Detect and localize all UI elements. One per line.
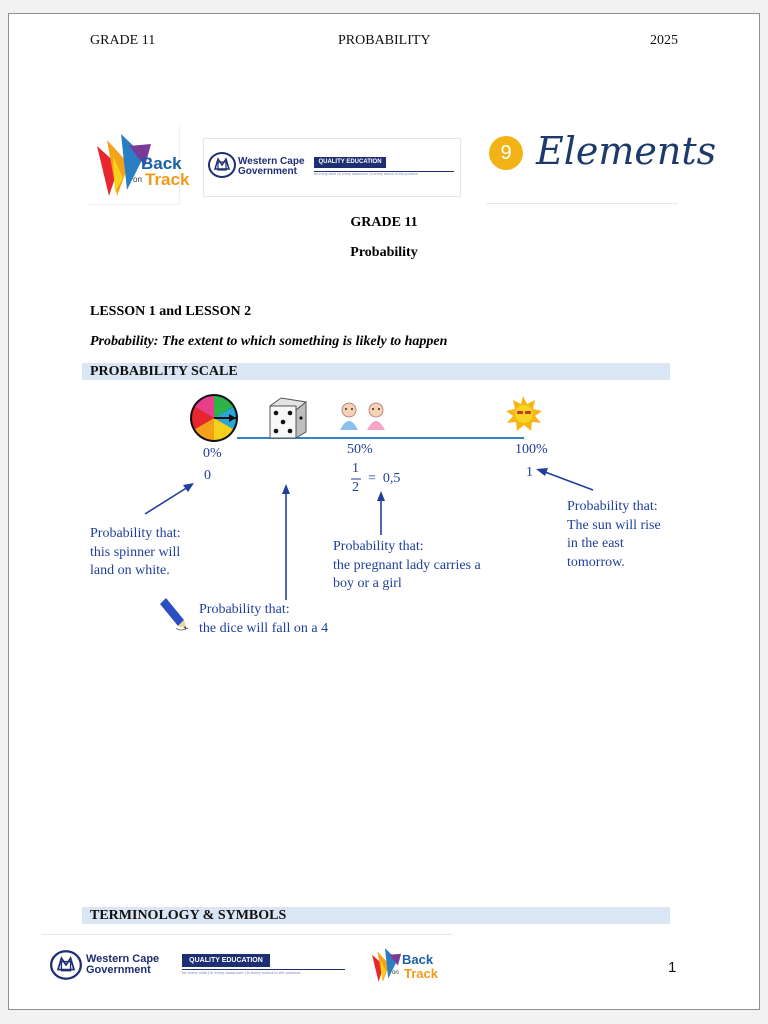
note-pregnant: Probability that: the pregnant lady carr… [333, 538, 481, 594]
sun-arrow [545, 472, 593, 490]
label-half-denominator: 2 [352, 480, 359, 496]
label-half-percent: 50% [347, 442, 373, 458]
label-full-value: 1 [526, 465, 533, 481]
note-dice: Probability that: the dice will fall on … [199, 601, 328, 638]
section-band-terminology: TERMINOLOGY & SYMBOLS [82, 907, 670, 924]
footer-wcg-crest-icon [50, 949, 82, 981]
dice-icon [270, 398, 306, 438]
footer-backtrack-back: Back [402, 952, 433, 967]
footer-rule [42, 934, 452, 935]
spinner-arrow [145, 487, 188, 514]
footer-quality-logo: QUALITY EDUCATION for every child | in e… [182, 954, 347, 978]
page-number: 1 [668, 959, 676, 976]
footer-quality-tagline: for every child | in every classroom | i… [182, 970, 301, 975]
section-heading-terminology: TERMINOLOGY & SYMBOLS [90, 907, 286, 924]
footer-wcg-line2: Government [86, 965, 159, 976]
footer-quality-badge: QUALITY EDUCATION [182, 954, 270, 967]
footer-wcg-logo: Western Cape Government [50, 948, 170, 982]
label-zero-percent: 0% [203, 446, 222, 462]
twin-babies-icon [340, 403, 385, 430]
footer-backtrack-logo: Back on Track [362, 944, 448, 986]
footer-backtrack-track: Track [404, 966, 438, 981]
label-half-decimal: = 0,5 [368, 471, 400, 487]
note-spinner: Probability that: this spinner will land… [90, 525, 181, 581]
spinner-icon [190, 394, 238, 442]
sun-icon [506, 396, 542, 431]
label-zero-value: 0 [204, 468, 211, 484]
pencil-icon [160, 598, 188, 630]
note-sun: Probability that: The sun will rise in t… [567, 498, 661, 572]
label-half-numerator: 1 [352, 461, 359, 477]
label-full-percent: 100% [515, 442, 548, 458]
footer-backtrack-on: on [392, 970, 399, 976]
